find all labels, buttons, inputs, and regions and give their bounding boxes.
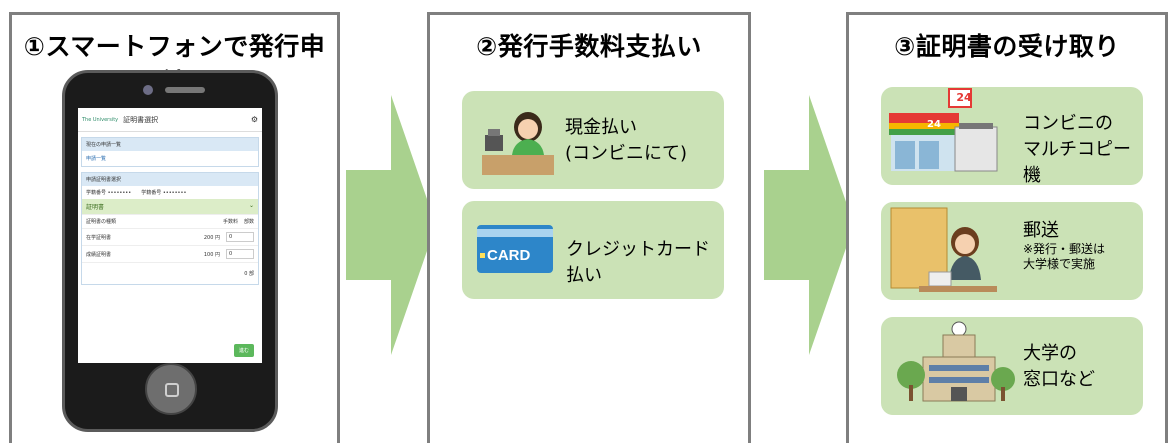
phone-screen: The University 証明書選択 ⚙ 現在の申請一覧 申請一覧 申請証明… bbox=[78, 108, 262, 363]
credit-label: クレジットカード払い bbox=[566, 239, 710, 286]
row-fee: 100 円 bbox=[203, 251, 220, 258]
id-value: •••••••• bbox=[162, 189, 187, 196]
mail-card: 郵送 ※発行・郵送は 大学様で実施 bbox=[881, 202, 1143, 300]
section-header: 現在の申請一覧 bbox=[82, 138, 258, 151]
section-header: 申請証明書選択 bbox=[82, 173, 258, 186]
mail-note: ※発行・郵送は 大学様で実施 bbox=[1023, 242, 1106, 271]
camera-icon bbox=[143, 85, 153, 95]
request-list-link[interactable]: 申請一覧 bbox=[86, 156, 107, 162]
store-label: コンビニの マルチコピー機 bbox=[1023, 113, 1131, 186]
store-sign: 24 bbox=[927, 119, 941, 130]
row-name: 成績証明書 bbox=[86, 251, 112, 258]
step2-panel: ②発行手数料支払い 現金払い (コンビニにて) CARD クレジットカード払い bbox=[427, 12, 751, 443]
speaker-icon bbox=[165, 87, 205, 93]
step1-title: ①スマートフォンで発行申請 bbox=[23, 32, 326, 97]
cashier-icon bbox=[482, 112, 554, 175]
convenience-store-card: 24 24 コンビニの マルチコピー機 bbox=[881, 87, 1143, 186]
row-fee: 200 円 bbox=[203, 234, 220, 241]
credit-card-icon: CARD bbox=[477, 225, 553, 273]
category-dropdown[interactable]: 証明書 ⌄ bbox=[82, 199, 258, 214]
university-logo: The University bbox=[82, 116, 119, 123]
step3-panel: ③証明書の受け取り 24 24 コンビニの マルチコピー機 郵送 ※発行・郵送は… bbox=[846, 12, 1168, 443]
smartphone: The University 証明書選択 ⚙ 現在の申請一覧 申請一覧 申請証明… bbox=[62, 70, 278, 432]
screen-title: 証明書選択 bbox=[123, 115, 159, 124]
gear-icon[interactable]: ⚙ bbox=[250, 115, 258, 124]
store-sign: 24 bbox=[956, 91, 972, 104]
mail-label: 郵送 bbox=[1023, 220, 1059, 241]
convenience-store-icon bbox=[889, 88, 998, 172]
chevron-down-icon: ⌄ bbox=[248, 202, 254, 209]
step3-title: ③証明書の受け取り bbox=[894, 32, 1120, 61]
quantity-select[interactable]: 0 bbox=[226, 249, 254, 259]
card-logo: CARD bbox=[487, 247, 531, 264]
university-label: 大学の 窓口など bbox=[1023, 343, 1095, 390]
arrow-right-icon bbox=[764, 95, 854, 355]
table-row: 在学証明書 200 円 0 bbox=[82, 228, 258, 245]
id-label: 学籍番号 bbox=[86, 190, 107, 196]
table-header: 証明書の種類 手数料 部数 bbox=[82, 214, 258, 228]
credit-payment-card: CARD クレジットカード払い bbox=[462, 201, 724, 299]
next-button[interactable]: 進む bbox=[233, 344, 254, 357]
university-counter-card: 大学の 窓口など bbox=[881, 317, 1143, 415]
cash-payment-card: 現金払い (コンビニにて) bbox=[462, 91, 724, 189]
col-type: 証明書の種類 bbox=[86, 219, 117, 225]
current-requests-section: 現在の申請一覧 申請一覧 bbox=[81, 137, 259, 167]
cash-label: 現金払い (コンビニにて) bbox=[565, 117, 688, 164]
step2-title: ②発行手数料支払い bbox=[476, 32, 702, 61]
quantity-select[interactable]: 0 bbox=[226, 232, 254, 242]
col-fee: 手数料 bbox=[222, 219, 238, 225]
id-value: •••••••• bbox=[107, 189, 132, 196]
student-id-row: 学籍番号 •••••••• 学籍番号 •••••••• bbox=[82, 186, 258, 199]
university-building-icon bbox=[897, 321, 1015, 402]
total-copies: 0 部 bbox=[244, 271, 254, 277]
arrow-right-icon bbox=[346, 95, 436, 355]
id-label: 学籍番号 bbox=[141, 190, 162, 196]
total-row: 0 部 bbox=[82, 262, 258, 284]
screen-header: The University 証明書選択 ⚙ bbox=[78, 108, 262, 132]
home-button[interactable] bbox=[145, 363, 197, 415]
certificate-select-section: 申請証明書選択 学籍番号 •••••••• 学籍番号 •••••••• 証明書 … bbox=[81, 172, 259, 285]
category-label: 証明書 bbox=[86, 204, 105, 211]
table-row: 成績証明書 100 円 0 bbox=[82, 245, 258, 262]
col-copies: 部数 bbox=[243, 219, 254, 225]
row-name: 在学証明書 bbox=[86, 234, 112, 241]
mail-worker-icon bbox=[890, 207, 997, 292]
